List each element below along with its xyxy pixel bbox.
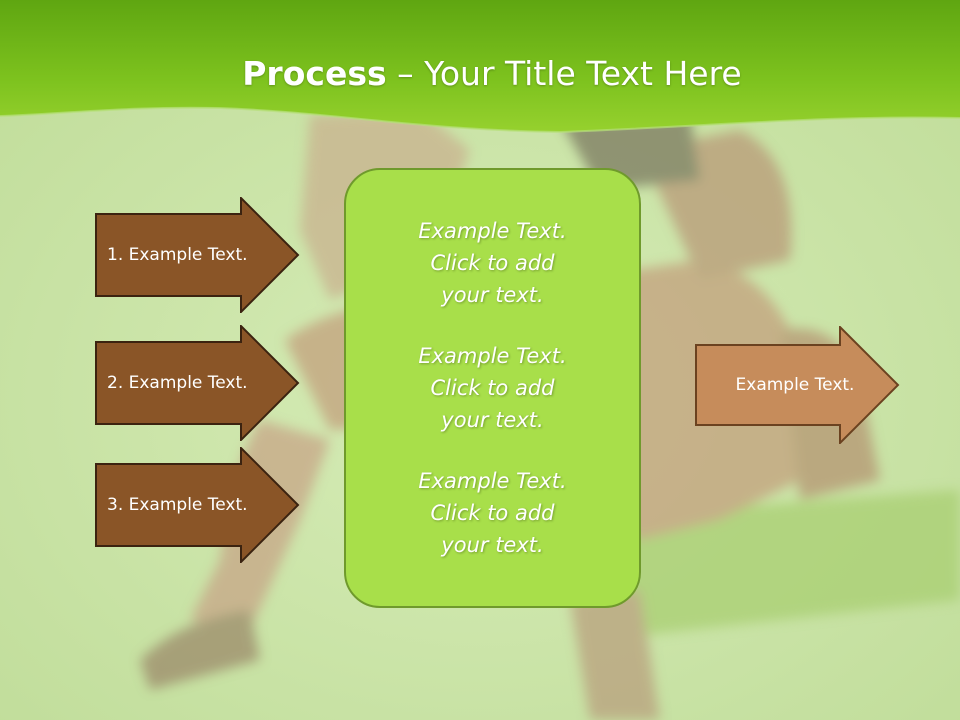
block-line: Example Text. xyxy=(418,218,567,243)
process-text-block-3[interactable]: Example Text. Click to add your text. xyxy=(346,465,639,561)
input-arrow-label: 1. Example Text. xyxy=(107,245,248,265)
input-arrow-2[interactable]: 2. Example Text. xyxy=(95,325,300,441)
output-arrow[interactable]: Example Text. xyxy=(695,326,900,444)
input-arrow-1[interactable]: 1. Example Text. xyxy=(95,197,300,313)
process-text-block-1[interactable]: Example Text. Click to add your text. xyxy=(346,215,639,311)
input-arrow-label: 3. Example Text. xyxy=(107,495,248,515)
block-line: your text. xyxy=(441,407,544,432)
block-line: Example Text. xyxy=(418,343,567,368)
title-rest: – Your Title Text Here xyxy=(386,54,742,93)
input-arrow-3[interactable]: 3. Example Text. xyxy=(95,447,300,563)
title-bold-word: Process xyxy=(242,54,387,93)
block-line: Example Text. xyxy=(418,469,567,494)
block-line: Click to add xyxy=(430,501,555,526)
block-line: your text. xyxy=(441,282,544,307)
header-band xyxy=(0,0,960,134)
process-box[interactable]: Example Text. Click to add your text. Ex… xyxy=(344,168,641,608)
process-text-block-2[interactable]: Example Text. Click to add your text. xyxy=(346,340,639,436)
output-arrow-label: Example Text. xyxy=(735,375,855,395)
input-arrow-label: 2. Example Text. xyxy=(107,373,248,393)
block-line: your text. xyxy=(441,533,544,558)
block-line: Click to add xyxy=(430,250,555,275)
block-line: Click to add xyxy=(430,375,555,400)
slide-title: Process – Your Title Text Here xyxy=(0,50,960,98)
